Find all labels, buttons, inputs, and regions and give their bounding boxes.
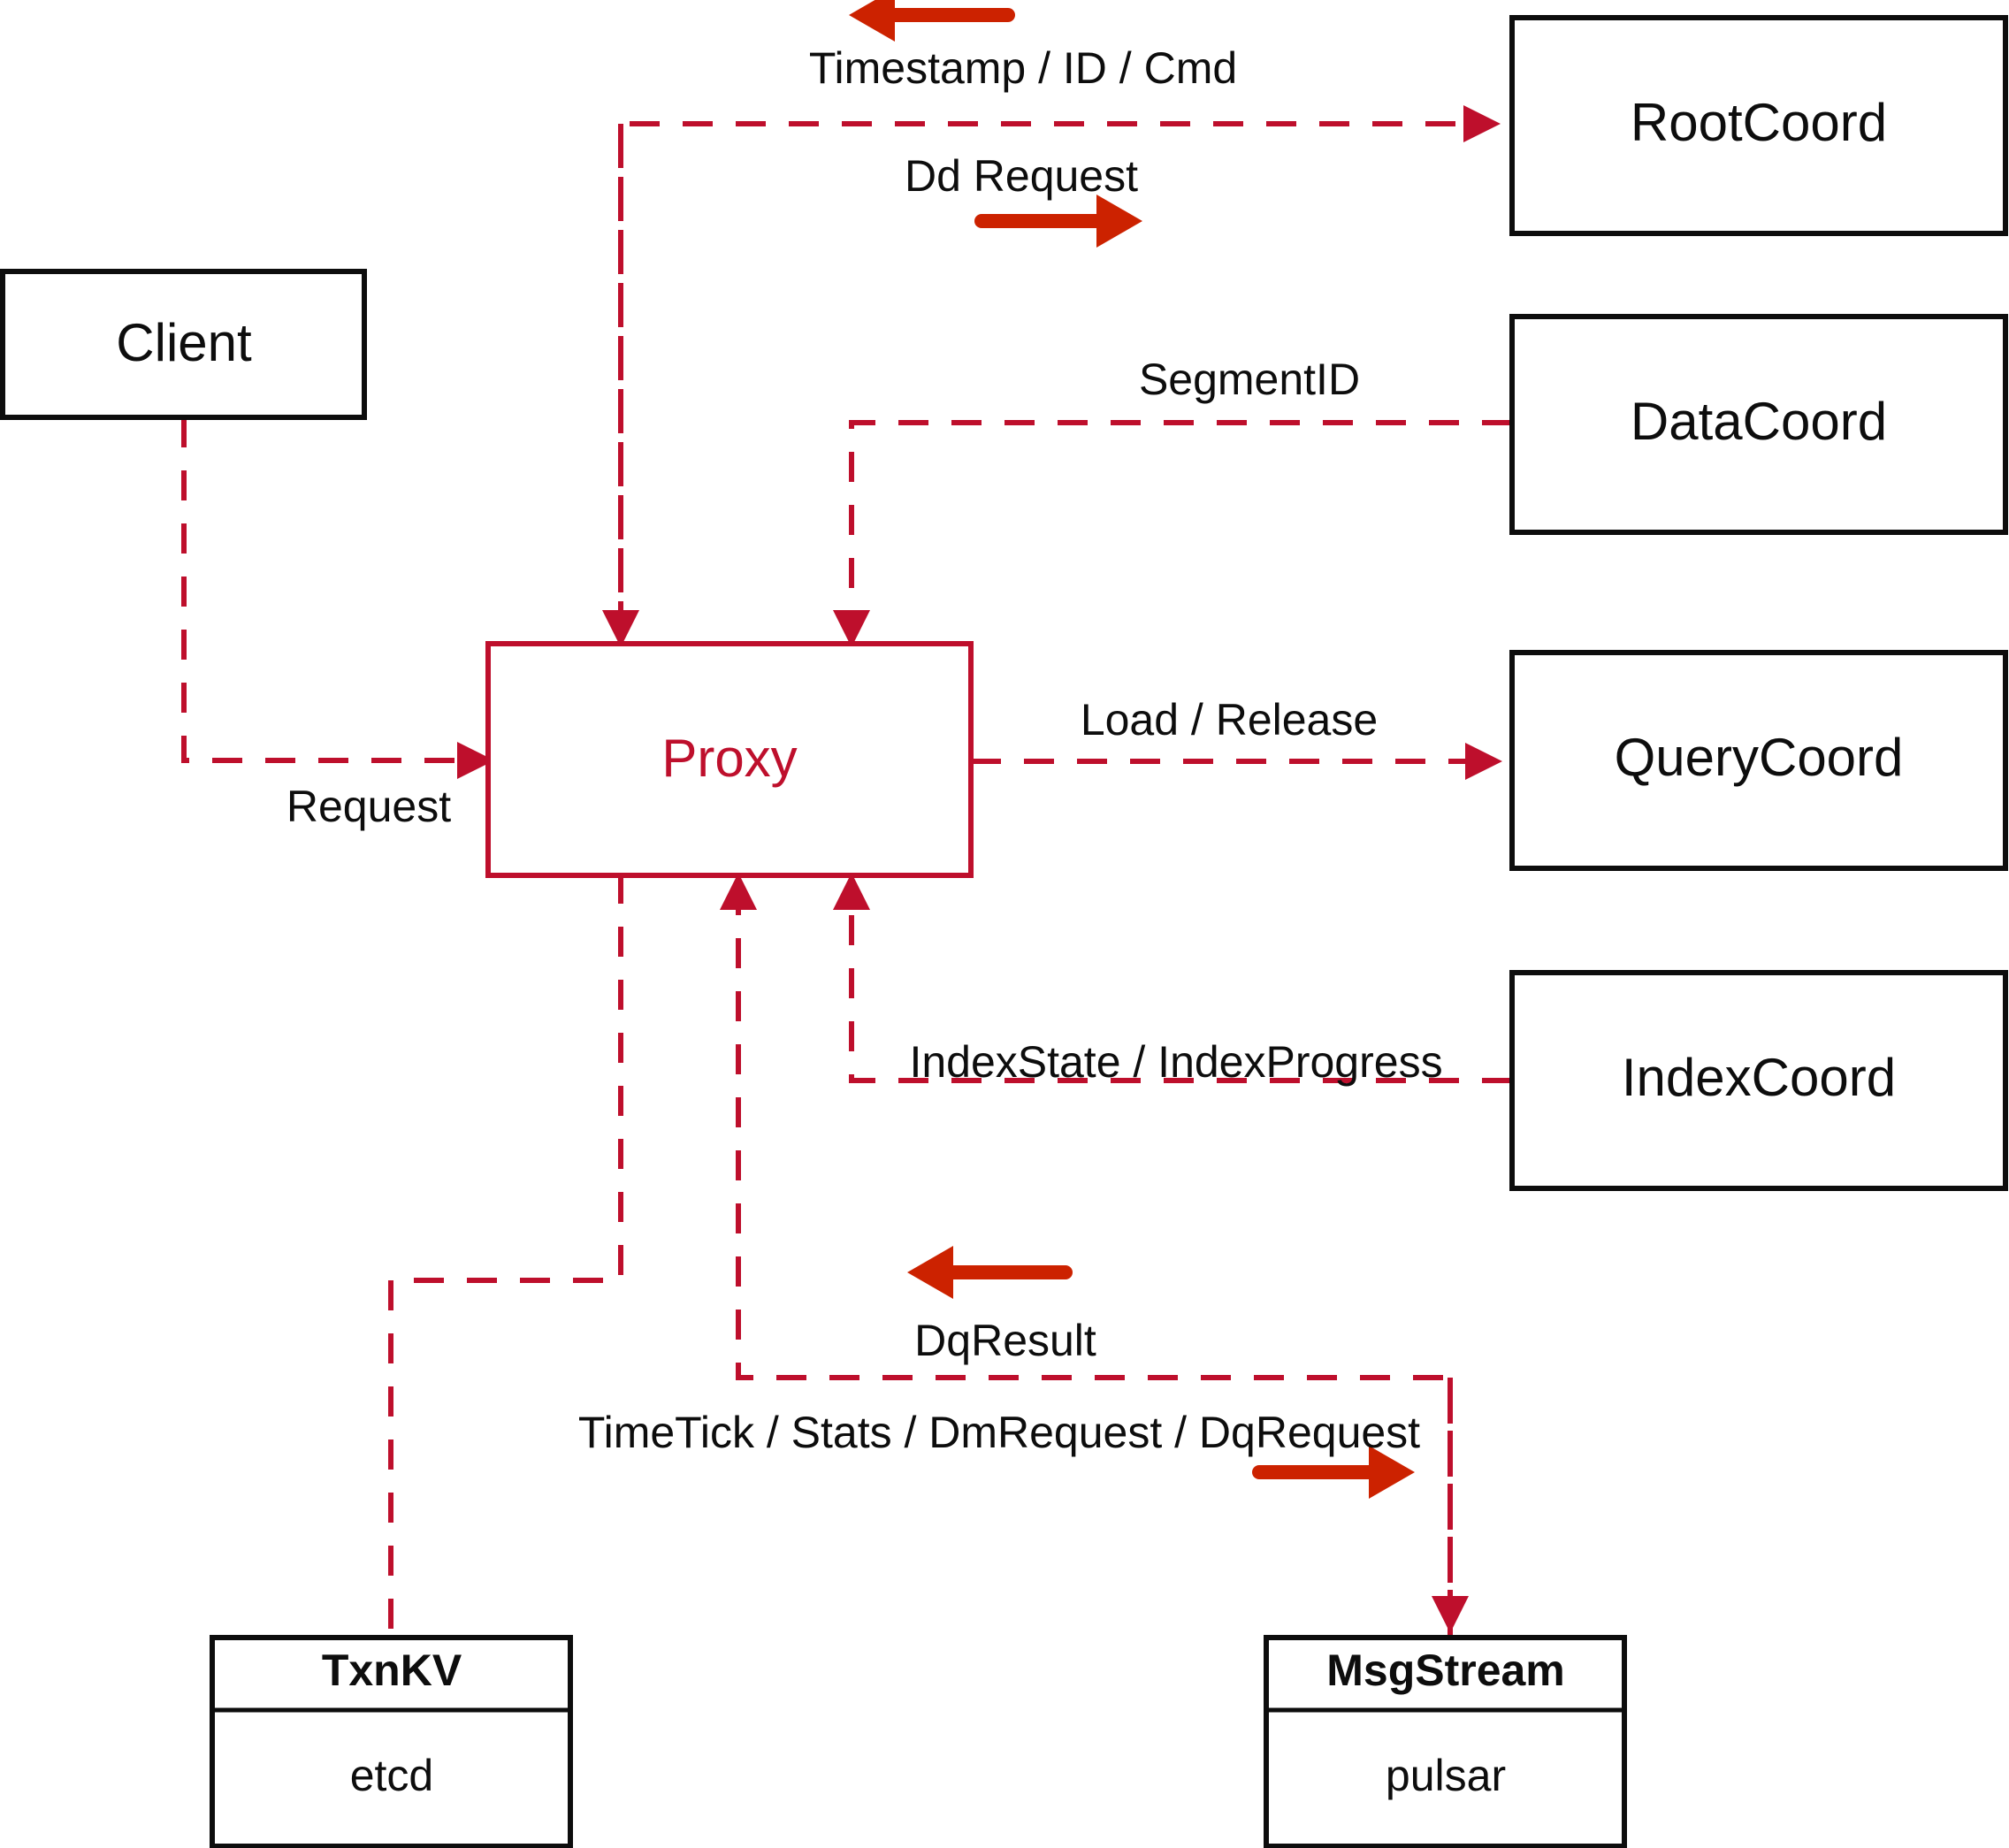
node-msgstream-impl: pulsar xyxy=(1386,1751,1506,1800)
node-proxy[interactable]: Proxy xyxy=(485,641,974,878)
node-querycoord-label: QueryCoord xyxy=(1615,728,1904,787)
edge-label-load-release: Load / Release xyxy=(1081,695,1378,745)
flow-arrow-dd-request-right xyxy=(974,195,1142,248)
edge-label-segmentid: SegmentID xyxy=(1139,355,1360,404)
node-datacoord[interactable]: DataCoord xyxy=(1509,314,2008,535)
edge-proxy-to-rootcoord xyxy=(602,105,1501,647)
node-txnkv-label: TxnKV xyxy=(322,1646,462,1695)
node-client-label: Client xyxy=(116,313,252,372)
edge-proxy-to-txnkv xyxy=(388,874,623,1638)
node-indexcoord[interactable]: IndexCoord xyxy=(1509,970,2008,1191)
edge-datacoord-to-proxy xyxy=(833,420,1512,647)
edge-label-indexstate-indexprogress: IndexState / IndexProgress xyxy=(909,1037,1442,1087)
edge-label-timestamp-id-cmd: Timestamp / ID / Cmd xyxy=(809,43,1237,93)
flow-arrow-timestamp-left xyxy=(849,0,1015,42)
node-proxy-label: Proxy xyxy=(661,729,797,788)
edge-label-dd-request: Dd Request xyxy=(905,151,1138,201)
node-querycoord[interactable]: QueryCoord xyxy=(1509,650,2008,871)
edge-label-request: Request xyxy=(286,782,451,831)
node-rootcoord[interactable]: RootCoord xyxy=(1509,15,2008,236)
node-txnkv-impl: etcd xyxy=(350,1751,434,1800)
edge-client-to-proxy xyxy=(181,417,494,779)
node-msgstream-label: MsgStream xyxy=(1326,1646,1565,1695)
node-rootcoord-label: RootCoord xyxy=(1631,93,1887,152)
node-datacoord-label: DataCoord xyxy=(1631,392,1887,451)
flow-arrow-dqresult-left xyxy=(907,1246,1073,1299)
edge-label-timetick-stats: TimeTick / Stats / DmRequest / DqRequest xyxy=(578,1408,1420,1457)
flow-arrow-timetick-right xyxy=(1252,1446,1415,1499)
edge-proxy-msgstream xyxy=(720,873,1469,1636)
edge-label-dqresult: DqResult xyxy=(914,1316,1096,1365)
node-msgstream[interactable]: MsgStream pulsar xyxy=(1264,1635,1627,1848)
edge-indexcoord-to-proxy xyxy=(833,873,1512,1083)
node-client[interactable]: Client xyxy=(0,269,367,420)
node-txnkv[interactable]: TxnKV etcd xyxy=(210,1635,573,1848)
node-indexcoord-label: IndexCoord xyxy=(1622,1048,1896,1107)
